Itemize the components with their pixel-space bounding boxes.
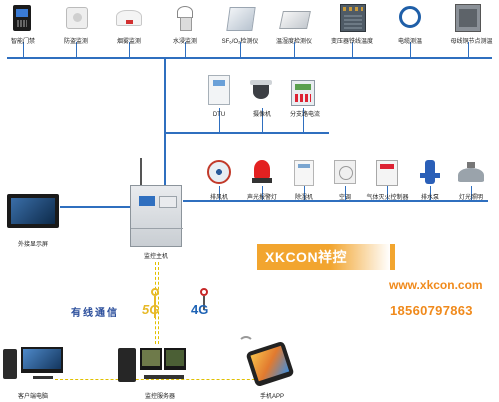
control-label: 排水泵: [420, 195, 439, 201]
5g-signal-icon: 5G: [140, 288, 172, 322]
trunk-line: [164, 58, 166, 188]
drop-line: [185, 42, 186, 57]
top-bus-line: [7, 57, 492, 59]
bottom-label: 手机APP: [259, 394, 284, 400]
top-label: 防盗监测: [63, 39, 88, 45]
thermo-hygrometer-icon: [279, 11, 311, 29]
wifi-signal-icon: [238, 336, 254, 352]
drop-line: [219, 108, 220, 132]
bottom-link-line: [55, 379, 265, 380]
fire-extinguisher-controller-icon: [376, 160, 398, 186]
control-label: 气体灭火控制器: [366, 195, 409, 201]
drop-line: [410, 42, 411, 57]
drop-line: [262, 108, 263, 132]
host-label: 监控主机: [143, 254, 168, 260]
top-label: 电缆测温: [397, 39, 422, 45]
dehumidifier-icon: [294, 160, 314, 186]
drain-pump-icon: [420, 160, 440, 186]
top-label: 智能门禁: [10, 39, 35, 45]
water-sensor-icon: [175, 6, 195, 31]
smoke-detector-icon: [116, 10, 142, 26]
drop-line: [219, 186, 220, 200]
cable-icon: [399, 6, 421, 28]
control-bus-line: [183, 200, 488, 202]
display-link-line: [60, 206, 130, 208]
drop-line: [430, 186, 431, 200]
middle-label: 摄像机: [252, 112, 271, 118]
air-conditioner-icon: [334, 160, 356, 184]
middle-bus-line: [164, 132, 329, 134]
client-computer-icon: [3, 345, 65, 381]
antenna: [140, 158, 142, 188]
top-label: 烟雾监测: [116, 39, 141, 45]
website-text: www.xkcon.com: [389, 278, 483, 292]
lamp-icon: [458, 162, 484, 184]
dtu-cabinet-icon: [208, 75, 230, 105]
control-label: 空调: [338, 195, 351, 201]
comm-link-line: [158, 262, 159, 344]
brand-banner-fade: [330, 244, 390, 270]
dome-camera-icon: [250, 80, 272, 102]
control-label: 除湿机: [294, 195, 313, 201]
control-label: 排风机: [209, 195, 228, 201]
phone-number: 18560797863: [390, 303, 473, 318]
drop-line: [262, 186, 263, 200]
external-display-icon: [7, 194, 59, 228]
monitoring-host-icon: [130, 185, 183, 247]
motion-sensor-icon: [66, 7, 88, 29]
top-label: 水浸监测: [172, 39, 197, 45]
top-label: SF₆/O₂检测仪: [221, 39, 259, 45]
drop-line: [471, 186, 472, 200]
drop-line: [23, 42, 24, 57]
gas-sensor-icon: [226, 7, 256, 31]
drop-line: [240, 42, 241, 57]
busbar-cabinet-icon: [455, 4, 481, 32]
drop-line: [352, 42, 353, 57]
drop-line: [303, 108, 304, 132]
alarm-light-icon: [252, 160, 272, 184]
access-control-icon: [13, 5, 31, 31]
drop-line: [468, 42, 469, 57]
middle-label: DTU: [212, 112, 226, 118]
drop-line: [294, 42, 295, 57]
drop-line: [345, 186, 346, 200]
drop-line: [129, 42, 130, 57]
top-label: 温湿度检测仪: [275, 39, 312, 45]
drop-line: [387, 186, 388, 200]
bottom-label: 客户端电脑: [17, 394, 48, 400]
top-label: 母线铜节点测温: [450, 39, 493, 45]
top-label: 变压器铁线温度: [330, 39, 373, 45]
bottom-label: 监控服务器: [144, 394, 175, 400]
wired-comm-text: 有线通信: [71, 308, 119, 319]
control-label: 灯光照明: [458, 195, 483, 201]
display-label: 外接显示屏: [17, 242, 48, 248]
drop-line: [304, 186, 305, 200]
monitoring-server-icon: [118, 344, 188, 384]
transformer-icon: [340, 4, 366, 32]
drop-line: [76, 42, 77, 57]
4g-badge: 4G: [191, 302, 209, 317]
4g-signal-icon: 4G: [186, 288, 222, 322]
5g-badge: 5G: [142, 302, 160, 317]
control-label: 声光报警灯: [246, 195, 277, 201]
exhaust-fan-icon: [207, 160, 231, 184]
current-meter-icon: [291, 80, 315, 106]
middle-label: 分支路电流: [289, 112, 320, 118]
